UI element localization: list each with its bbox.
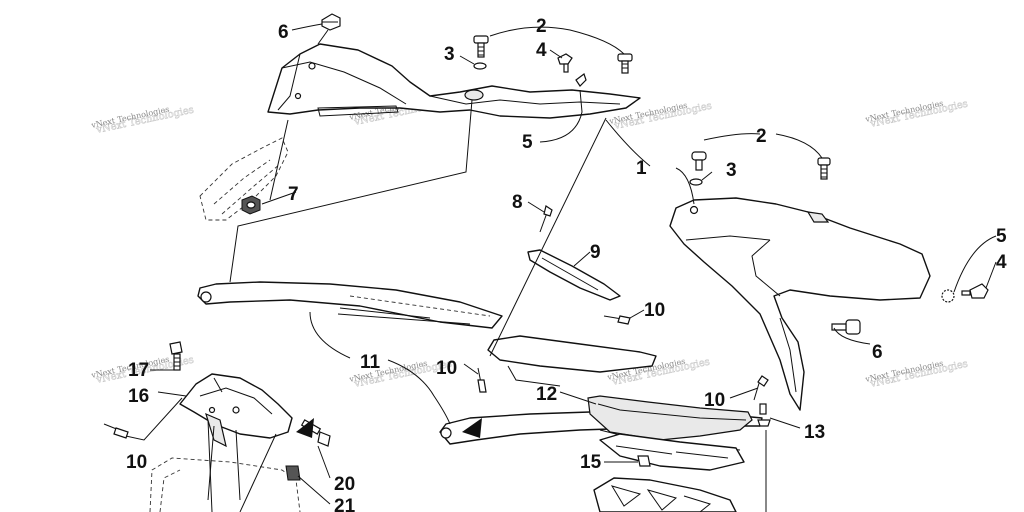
hardware: [103, 13, 989, 481]
screw-4-upper: [557, 53, 573, 73]
mount-hole: [689, 205, 699, 215]
arrow-marker: [462, 418, 482, 438]
callout-10-lower: 10: [436, 358, 457, 379]
ghost-bracket: [199, 137, 289, 221]
right-cover-panel: [669, 197, 931, 411]
screw-2-upper-a: [473, 35, 489, 58]
callout-10-center: 10: [644, 300, 665, 321]
mount-boss: [464, 89, 484, 101]
callout-7: 7: [288, 184, 299, 205]
pin-10-lower: [477, 367, 487, 393]
callout-5-right: 5: [996, 226, 1007, 247]
nut-7: [241, 195, 261, 215]
left-bracket-16: [179, 373, 293, 501]
callout-4-right: 4: [996, 252, 1007, 273]
callout-4-upper: 4: [536, 40, 547, 61]
callout-10-left: 10: [126, 452, 147, 473]
washer-3-upper: [473, 62, 487, 70]
clip-21: [285, 465, 301, 481]
arrow-markers: [296, 418, 482, 438]
screw-2-right-a: [691, 151, 707, 171]
screw-4-right: [961, 283, 989, 299]
pin-10-left: [103, 423, 129, 439]
cap-6-top: [321, 13, 341, 31]
callouts: 6 2 3 4 5 1 2 3 7 8 9 5 4 10 6 11 10 12 …: [126, 16, 1007, 512]
washer-3-right: [689, 178, 703, 186]
screw-2-upper-b: [617, 53, 633, 74]
leader-lines: [125, 23, 997, 512]
upper-long-arm: [197, 281, 503, 329]
callout-17: 17: [128, 360, 149, 381]
left-cover-panel: [267, 43, 641, 119]
callout-12: 12: [536, 384, 557, 405]
arrow-marker: [296, 418, 314, 438]
pin-10-right: [753, 375, 769, 401]
pivot-hole: [200, 291, 212, 303]
screw-2-right-b: [817, 157, 831, 180]
mount-hole: [294, 92, 302, 100]
ghost-frame: [149, 457, 301, 512]
bolt-6-right: [831, 319, 861, 335]
clip-5-upper: [575, 73, 587, 87]
callout-6-right: 6: [872, 342, 883, 363]
callout-2-upper: 2: [536, 16, 547, 37]
callout-3-right: 3: [726, 160, 737, 181]
mount-hole: [232, 406, 240, 414]
mount-hole: [208, 406, 216, 414]
pin-8: [539, 205, 553, 233]
pivot-hole: [440, 427, 452, 439]
callout-13: 13: [804, 422, 825, 443]
screw-15: [637, 455, 651, 467]
callout-2-right: 2: [756, 126, 767, 147]
callout-20: 20: [334, 474, 355, 495]
mount-hole: [308, 62, 316, 70]
callout-8: 8: [512, 192, 523, 213]
hinge-plate-9: [527, 249, 621, 301]
callout-5-upper: 5: [522, 132, 533, 153]
lower-grid-bracket: [593, 477, 737, 512]
callout-21: 21: [334, 496, 356, 512]
callout-9: 9: [590, 242, 601, 263]
clip-13: [757, 403, 771, 427]
callout-15: 15: [580, 452, 602, 473]
pin-10-center: [603, 315, 631, 325]
callout-16: 16: [128, 386, 149, 407]
callout-11: 11: [360, 352, 381, 373]
callout-10-right: 10: [704, 390, 725, 411]
callout-1: 1: [636, 158, 647, 179]
star-washer-5-right: [941, 289, 955, 303]
callout-3-upper: 3: [444, 44, 455, 65]
callout-6-top: 6: [278, 22, 289, 43]
bracket-rail-12: [487, 335, 753, 471]
bolt-17: [169, 341, 183, 371]
